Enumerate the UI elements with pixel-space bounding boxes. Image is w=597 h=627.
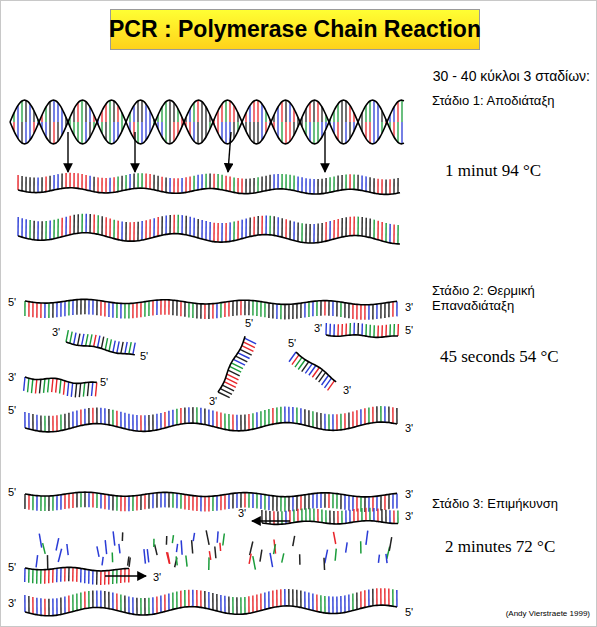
step-condition: 2 minutes 72 °C [445, 537, 555, 557]
strand-end-label: 5' [405, 606, 413, 619]
step-condition: 1 minut 94 °C [445, 161, 541, 181]
strand-end-label: 5' [8, 561, 16, 574]
dna-strand [25, 299, 397, 320]
extension-arrow [252, 520, 290, 521]
strand-end-label: 5' [8, 296, 16, 309]
strand-end-label: 3' [405, 301, 413, 314]
strand-end-label: 3' [8, 597, 16, 610]
free-nucleotides [36, 530, 392, 570]
dna-strand [66, 330, 135, 355]
separation-arrow [134, 132, 135, 172]
strand-end-label: 3' [405, 488, 413, 501]
separation-arrow [228, 132, 231, 172]
dna-strand [289, 352, 336, 390]
strand-end-label: 3' [153, 571, 161, 584]
dna-strand [24, 377, 97, 397]
cycle-note: 30 - 40 κύκλοι 3 σταδίων: [433, 68, 590, 84]
stage-label: Στάδιο 3: Επιμήκυνση [432, 497, 558, 512]
dna-strand [25, 406, 397, 432]
strand-end-label: 3' [343, 384, 351, 397]
strand-end-label: 3' [52, 326, 60, 339]
strand-end-label: 5' [100, 376, 108, 389]
separation-arrow [324, 132, 325, 172]
strand-end-label: 3' [209, 395, 217, 408]
stage-label: Στάδιο 2: Θερμική Επαναδιάταξη [432, 284, 572, 314]
title-banner: PCR : Polymerase Chain Reaction [110, 9, 480, 50]
strand-end-label: 5' [245, 317, 253, 330]
strand-end-label: 3' [8, 371, 16, 384]
double-helix [10, 100, 404, 144]
strand-end-label: 5' [8, 404, 16, 417]
dna-strand [18, 173, 400, 195]
strand-end-label: 3' [405, 422, 413, 435]
dna-strand [25, 588, 397, 616]
strand-end-label: 5' [8, 486, 16, 499]
credit-note: (Andy Vierstraete 1999) [506, 609, 590, 618]
strand-end-label: 5' [288, 337, 296, 350]
dna-strand [326, 323, 398, 338]
strand-end-label: 3' [314, 322, 322, 335]
dna-strand [18, 214, 400, 244]
stage-label: Στάδιο 1: Αποδιάταξη [432, 94, 554, 109]
strand-end-label: 5' [140, 350, 148, 363]
strand-end-label: 3' [238, 507, 246, 520]
dna-strand [262, 508, 398, 525]
strand-end-label: 5' [405, 324, 413, 337]
strand-end-label: 3' [405, 510, 413, 523]
dna-strand [25, 492, 397, 512]
extension-arrow [105, 575, 146, 576]
dna-strand [218, 336, 256, 398]
separation-arrow [67, 132, 68, 172]
step-condition: 45 seconds 54 °C [440, 347, 559, 367]
